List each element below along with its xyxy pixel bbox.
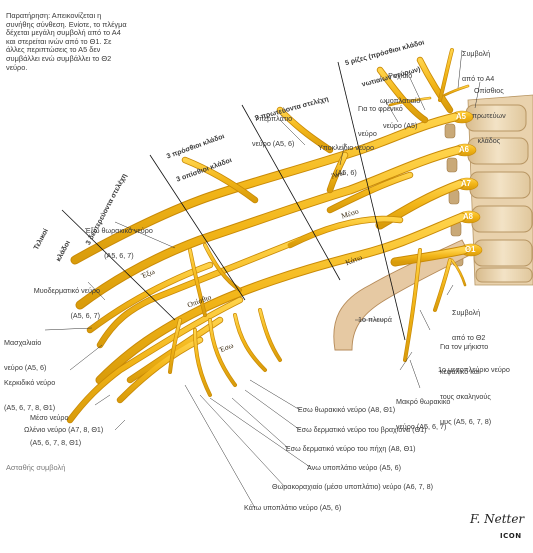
label-line: (Α5, 6, 7, 8, Θ1) [30, 438, 82, 448]
label-line: νεύρο (Α5, 6, 7) [396, 422, 447, 432]
label-radial: Κερκιδικό νεύρο (Α5, 6, 7, 8, Θ1) [4, 362, 55, 421]
label-line: κεφαλικό και [440, 367, 480, 377]
label-suprascapular: Υπερπλάτιο νεύρο (Α5, 6) [252, 98, 294, 157]
label-upper-subscapular: Άνω υποπλάτιο νεύρο (Α5, 6) [307, 463, 401, 472]
label-line: Ραχιαίο [388, 70, 413, 80]
label-line: Μακρό θωρακικό [396, 396, 451, 406]
label-line: (Α5, 6) [335, 168, 357, 178]
label-lower-subscapular: Κάτω υποπλάτιο νεύρο (Α5, 6) [244, 503, 342, 512]
label-line: Μασχαλιαίο [4, 337, 42, 347]
label-line: Για τον μήκιστο [440, 341, 489, 351]
label-posterior-branch: Οπίσθιος πρωτεύων κλάδος [472, 70, 506, 154]
label-axillary: Μασχαλιαίο νεύρο (Α5, 6) [4, 322, 46, 381]
label-ulnar: Ωλένιο νεύρο (Α7, 8, Θ1) [24, 425, 104, 434]
label-line: Μέσο νεύρο [30, 412, 69, 422]
label-median: Μέσο νεύρο (Α5, 6, 7, 8, Θ1) [30, 397, 81, 456]
label-contrib-t2: Συμβολή από το Θ2 [452, 292, 485, 351]
vertebra-label-c7: Α7 [461, 179, 471, 188]
vertebra-label-c6: Α6 [459, 145, 469, 154]
label-line: τους σκαληνούς [440, 392, 491, 402]
label-line: (Α5, 6, 7) [70, 311, 100, 321]
label-lateral-pectoral: Έξω θωρακικό νεύρο (Α5, 6, 7) [85, 210, 153, 269]
label-longus-scalene: Για τον μήκιστο κεφαλικό και τους σκαλην… [440, 326, 491, 435]
vertebra-label-c8: Α8 [463, 212, 473, 221]
label-thoracodorsal: Θωρακοραχιαίο (μέσο υποπλάτιο) νεύρο (Α6… [272, 482, 433, 491]
first-rib [333, 239, 471, 351]
label-medial-cut-arm: Έσω δερματικό νεύρο του βραχίονα (Θ1) [296, 425, 427, 434]
vertebra-label-t1: Θ1 [465, 245, 476, 254]
label-line: (Α5, 6, 7) [104, 251, 134, 261]
label-line: νεύρο (Α5, 6) [4, 363, 47, 373]
label-medial-cut-forearm: Έσω δερματικό νεύρο του πήχη (Α8, Θ1) [285, 444, 416, 453]
label-line: Συμβολή [462, 48, 491, 58]
label-line: νεύρο (Α5) [383, 121, 418, 131]
label-contrib-a4: Συμβολή από το Α4 [462, 33, 494, 92]
header-terminal-line: Τελικοί [32, 227, 50, 252]
label-line: μυς (Α5, 6, 7, 8) [440, 417, 492, 427]
label-musculocutaneous: Μυοδερματικό νεύρο (Α5, 6, 7) [20, 270, 100, 329]
label-line: Για το φρενικό [358, 103, 403, 113]
thoracodorsal-text: Θωρακοραχιαίο (μέσο υποπλάτιο) νεύρο (Α6… [272, 482, 433, 491]
leader-lines [44, 49, 481, 509]
note-line: συνήθης σύνθεση. Ενίοτε, το πλέγμα [6, 19, 127, 29]
label-line: Οπίσθιος [474, 85, 504, 95]
label-first-intercostal: 1ο μεσοπλεύριο νεύρο [438, 365, 510, 374]
label-line: κλάδος [477, 136, 501, 146]
note-line: συμβάλλει ενώ συμβάλλει το Θ2 [6, 53, 112, 63]
label-dorsal-scapular: Ραχιαίο ωμοπλατιαίο νεύρο (Α5) [380, 55, 420, 139]
note-line: Παρατήρηση: Απεικονίζεται η [6, 11, 102, 20]
label-line: νεύρο [358, 129, 377, 139]
netter-signature: F. Netter [470, 512, 525, 526]
label-line: Μυοδερματικό νεύρο [33, 285, 100, 295]
label-line: πρωτεύων [472, 111, 506, 121]
label-line: νεύρο (Α5, 6) [252, 139, 295, 149]
note-line: και στερείται ινών από το Θ1. Σε [6, 36, 112, 46]
note-line: νεύρο. [6, 62, 28, 72]
label-line: ωμοπλατιαίο [380, 96, 421, 106]
nerve-network [66, 48, 470, 424]
label-first-rib: 1ο πλευρά [358, 315, 392, 324]
icon-logo: ICON [500, 532, 522, 540]
label-line: Συμβολή [452, 307, 481, 317]
label-line: Έξω θωρακικό νεύρο [85, 225, 153, 235]
label-to-phrenic: Για το φρενικό νεύρο [358, 88, 403, 147]
label-line: από το Θ2 [452, 333, 486, 343]
observation-note: Παρατήρηση: Απεικονίζεται η συνήθης σύνθ… [6, 11, 156, 72]
header-divisions-line: 3 πρόσθιοι κλάδοι [165, 132, 226, 161]
label-line: (Α5, 6, 7, 8, Θ1) [4, 403, 56, 413]
vertebra-label-c5: Α5 [456, 112, 466, 121]
note-line: δέχεται μεγάλη συμβολή από το Α4 [6, 28, 121, 38]
label-medial-pectoral: Έσω θωρακικό νεύρο (Α8, Θ1) [297, 405, 396, 414]
label-line: από το Α4 [462, 74, 495, 84]
label-line: Κερκιδικό νεύρο [4, 377, 56, 387]
note-line: άλλες περιπτώσεις το Α5 δεν [6, 45, 101, 55]
vertebral-column [444, 94, 533, 286]
section-divider-lines [61, 61, 406, 341]
header-terminal-line: κλάδοι [55, 239, 72, 263]
label-line: Υπερπλάτιο [254, 113, 293, 123]
label-subclavian: Υποκλείδιο νεύρο (Α5, 6) [318, 127, 374, 186]
label-line: Υποκλείδιο νεύρο [318, 142, 375, 152]
label-long-thoracic: Μακρό θωρακικό νεύρο (Α5, 6, 7) [396, 381, 450, 440]
unstable-contribution-caption: Ασταθής συμβολή [6, 463, 66, 472]
